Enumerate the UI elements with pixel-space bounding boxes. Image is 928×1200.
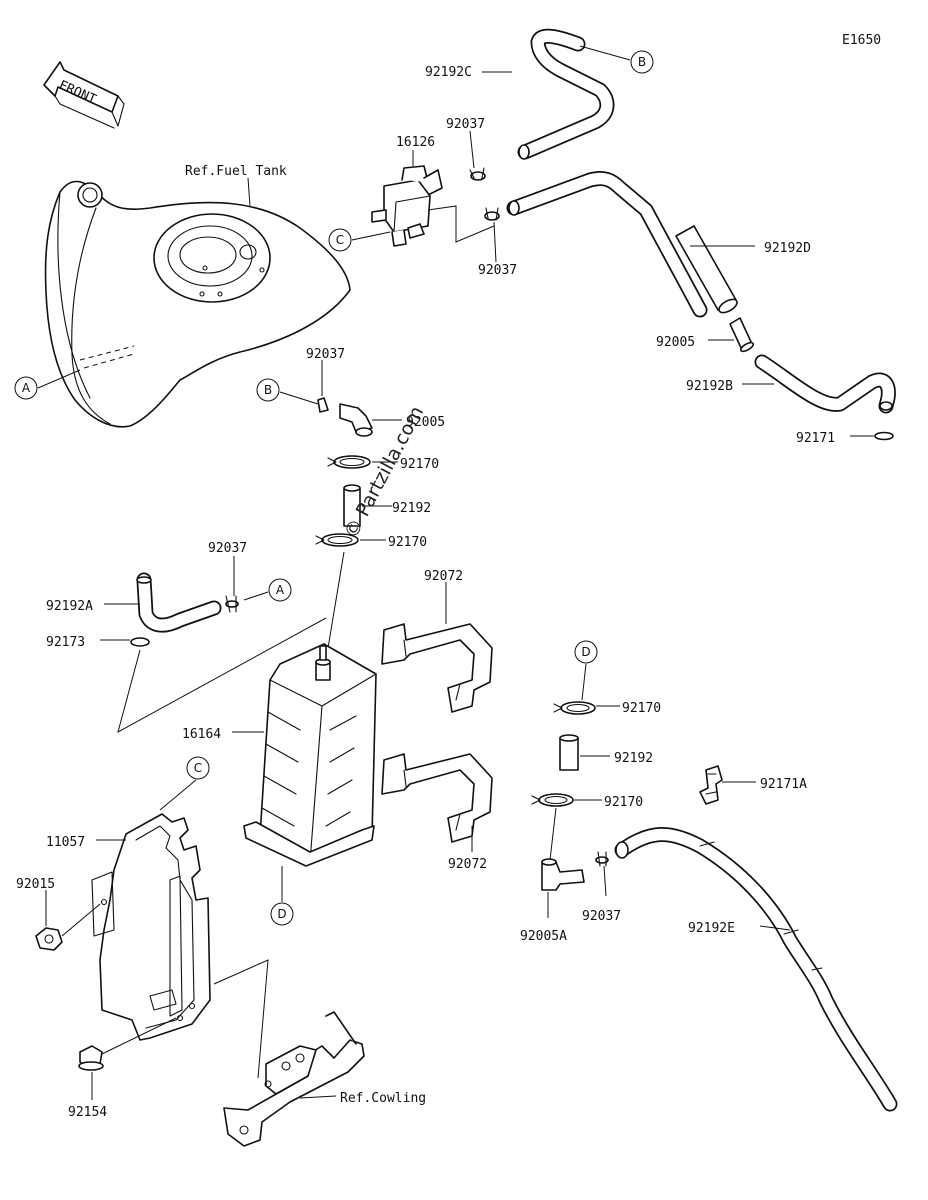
callout-a-2: A — [268, 578, 292, 602]
callout-c-2: C — [186, 756, 210, 780]
callout-a-1: A — [14, 376, 38, 400]
callout-d-2: D — [574, 640, 598, 664]
clip-92171a — [699, 765, 723, 805]
clip-92037-top — [469, 167, 486, 181]
part-92037-a: 92037 — [208, 541, 247, 556]
tube-92192-d — [559, 734, 579, 771]
part-92192b: 92192B — [686, 379, 733, 394]
clamp-92170-e — [531, 793, 574, 807]
part-92173: 92173 — [46, 635, 85, 650]
part-92170-b: 92170 — [388, 535, 427, 550]
part-92192-d: 92192 — [614, 751, 653, 766]
clip-92037-e — [595, 851, 609, 867]
part-92037-mid: 92037 — [478, 263, 517, 278]
cowling-bracket — [223, 1011, 365, 1147]
bracket-11057 — [91, 813, 211, 1041]
hose-92192d — [506, 170, 738, 318]
part-92037-top: 92037 — [446, 117, 485, 132]
svg-text:A: A — [22, 381, 31, 395]
hose-92192e — [614, 827, 898, 1112]
part-92037-b: 92037 — [306, 347, 345, 362]
hose-92192b — [754, 354, 896, 414]
clip-92171 — [874, 431, 894, 441]
clamp-92170-d — [553, 701, 596, 715]
part-92192c: 92192C — [425, 65, 472, 80]
hose-92192c — [517, 28, 615, 160]
part-11057: 11057 — [46, 835, 85, 850]
part-92015: 92015 — [16, 877, 55, 892]
svg-text:A: A — [276, 583, 285, 597]
fuel-tank — [44, 180, 351, 428]
part-92192d: 92192D — [764, 241, 811, 256]
part-92171: 92171 — [796, 431, 835, 446]
tube-92192-a — [343, 484, 361, 527]
part-92192a: 92192A — [46, 599, 93, 614]
part-16164: 16164 — [182, 727, 221, 742]
elbow-92005 — [339, 403, 373, 437]
clamp-92170-a — [327, 455, 371, 469]
hose-92192a — [136, 572, 222, 633]
diagram-code: E1650 — [842, 33, 881, 48]
part-92170-a: 92170 — [400, 457, 439, 472]
svg-text:D: D — [581, 645, 590, 659]
clip-92173 — [130, 637, 150, 647]
part-92005-b: 92005 — [406, 415, 445, 430]
front-arrow-icon: FRONT — [43, 61, 125, 129]
callout-d-1: D — [270, 902, 294, 926]
solenoid-valve-16126 — [371, 165, 443, 247]
elbow-92005a — [541, 858, 585, 891]
svg-text:C: C — [336, 233, 344, 247]
ref-fuel-tank-label: Ref.Fuel Tank — [185, 164, 287, 179]
clamp-92170-b — [315, 533, 359, 547]
part-92170-d: 92170 — [622, 701, 661, 716]
part-92005a: 92005A — [520, 929, 567, 944]
svg-text:D: D — [277, 907, 286, 921]
ref-cowling-label: Ref.Cowling — [340, 1091, 426, 1106]
bracket-92072-bot — [381, 753, 493, 843]
part-92005: 92005 — [656, 335, 695, 350]
bracket-92072-top — [381, 623, 493, 713]
svg-text:B: B — [264, 383, 272, 397]
nut-92015 — [35, 927, 63, 951]
joint-92005 — [729, 317, 755, 353]
clip-92037-b — [317, 397, 329, 413]
canister-16164 — [243, 643, 377, 867]
part-92192-a: 92192 — [392, 501, 431, 516]
part-92154: 92154 — [68, 1105, 107, 1120]
part-92192e: 92192E — [688, 921, 735, 936]
callout-c-1: C — [328, 228, 352, 252]
callout-b-2: B — [256, 378, 280, 402]
part-92037-e: 92037 — [582, 909, 621, 924]
part-16126: 16126 — [396, 135, 435, 150]
part-92072-top: 92072 — [424, 569, 463, 584]
callout-b-1: B — [630, 50, 654, 74]
bolt-92154 — [78, 1045, 104, 1071]
part-92171a: 92171A — [760, 777, 807, 792]
svg-text:B: B — [638, 55, 646, 69]
svg-text:C: C — [194, 761, 202, 775]
clip-92037-mid — [484, 207, 500, 221]
part-92072-bot: 92072 — [448, 857, 487, 872]
part-92170-e: 92170 — [604, 795, 643, 810]
clip-92037-a — [225, 595, 239, 613]
